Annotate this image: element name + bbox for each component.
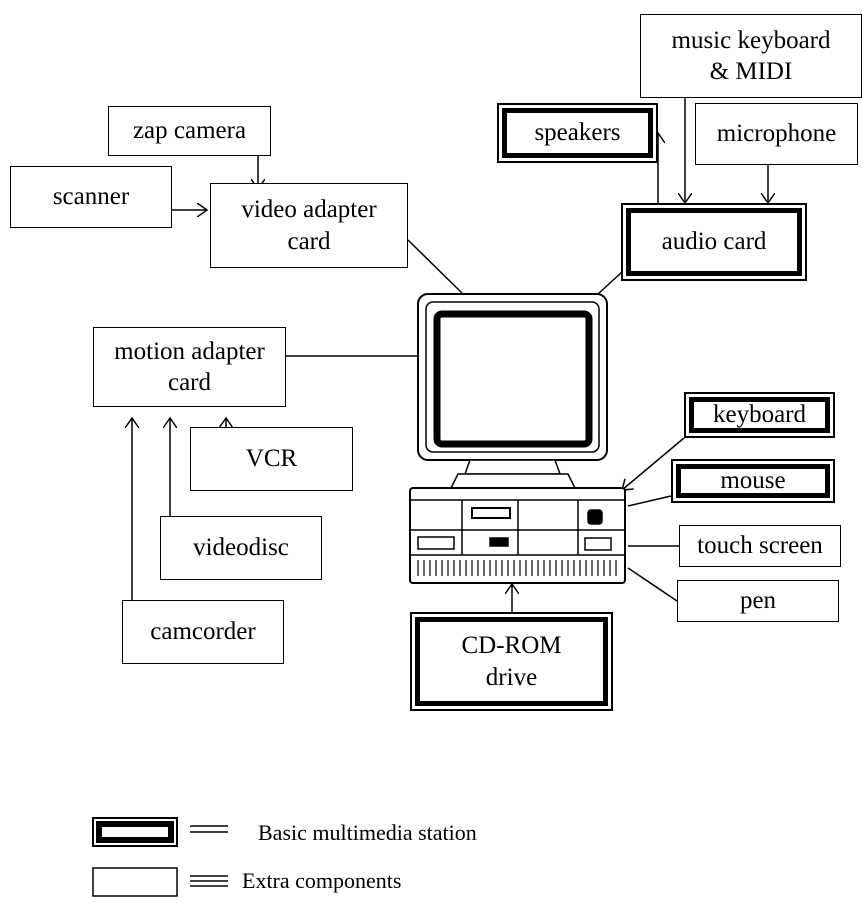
speakers-box: speakers: [497, 103, 658, 163]
video-adapter-label-line2: card: [287, 227, 331, 255]
line-mouse: [627, 495, 672, 507]
motion-adapter-label-line2: card: [167, 369, 212, 396]
videodisc-box: videodisc: [160, 516, 322, 580]
mouse-box: mouse: [671, 459, 835, 503]
cd-rom-label-line2: drive: [485, 663, 538, 691]
cd-rom-drive-box: CD-ROM drive: [410, 612, 613, 711]
cd-rom-label-line1: CD-ROM: [461, 632, 562, 660]
line-audio-card-computer: [597, 271, 623, 295]
touch-screen-label: touch screen: [697, 532, 823, 560]
scanner-box: scanner: [10, 166, 172, 228]
music-keyboard-label-line1: music keyboard: [671, 26, 831, 54]
legend-extra-label: Extra components: [242, 868, 402, 893]
camcorder-label: camcorder: [150, 618, 256, 646]
scanner-label: scanner: [52, 183, 130, 211]
legend-extra-symbol: [92, 867, 228, 897]
camcorder-box: camcorder: [122, 600, 284, 664]
keyboard-box: keyboard: [684, 392, 835, 438]
pen-label: pen: [739, 587, 777, 615]
system-unit-icon: [409, 487, 626, 584]
video-adapter-label-line1: video adapter: [241, 196, 377, 224]
monitor-icon: [417, 293, 608, 489]
motion-adapter-card-box: motion adapter card: [93, 327, 286, 407]
microphone-box: microphone: [695, 103, 858, 165]
microphone-label: microphone: [716, 120, 837, 148]
speakers-label: speakers: [534, 119, 621, 147]
motion-adapter-label-line1: motion adapter: [114, 337, 265, 365]
audio-card-box: audio card: [621, 203, 807, 281]
video-adapter-card-box: video adapter card: [210, 183, 408, 268]
zap-camera-label: zap camera: [132, 117, 247, 145]
keyboard-label: keyboard: [712, 401, 807, 429]
line-video-adapter-computer: [407, 239, 466, 297]
music-keyboard-midi-box: music keyboard & MIDI: [640, 14, 862, 98]
vcr-box: VCR: [190, 427, 353, 491]
legend-basic-symbol: [92, 817, 228, 847]
audio-card-label: audio card: [661, 228, 767, 256]
pen-box: pen: [677, 580, 839, 622]
line-pen: [627, 567, 678, 602]
vcr-label: VCR: [245, 445, 298, 473]
legend-basic-label: Basic multimedia station: [258, 820, 477, 845]
arrow-keyboard: [622, 437, 685, 490]
mouse-label: mouse: [720, 467, 786, 495]
touch-screen-box: touch screen: [679, 525, 841, 567]
zap-camera-box: zap camera: [108, 106, 271, 156]
videodisc-label: videodisc: [193, 534, 289, 562]
music-keyboard-label-line2: & MIDI: [709, 58, 793, 85]
